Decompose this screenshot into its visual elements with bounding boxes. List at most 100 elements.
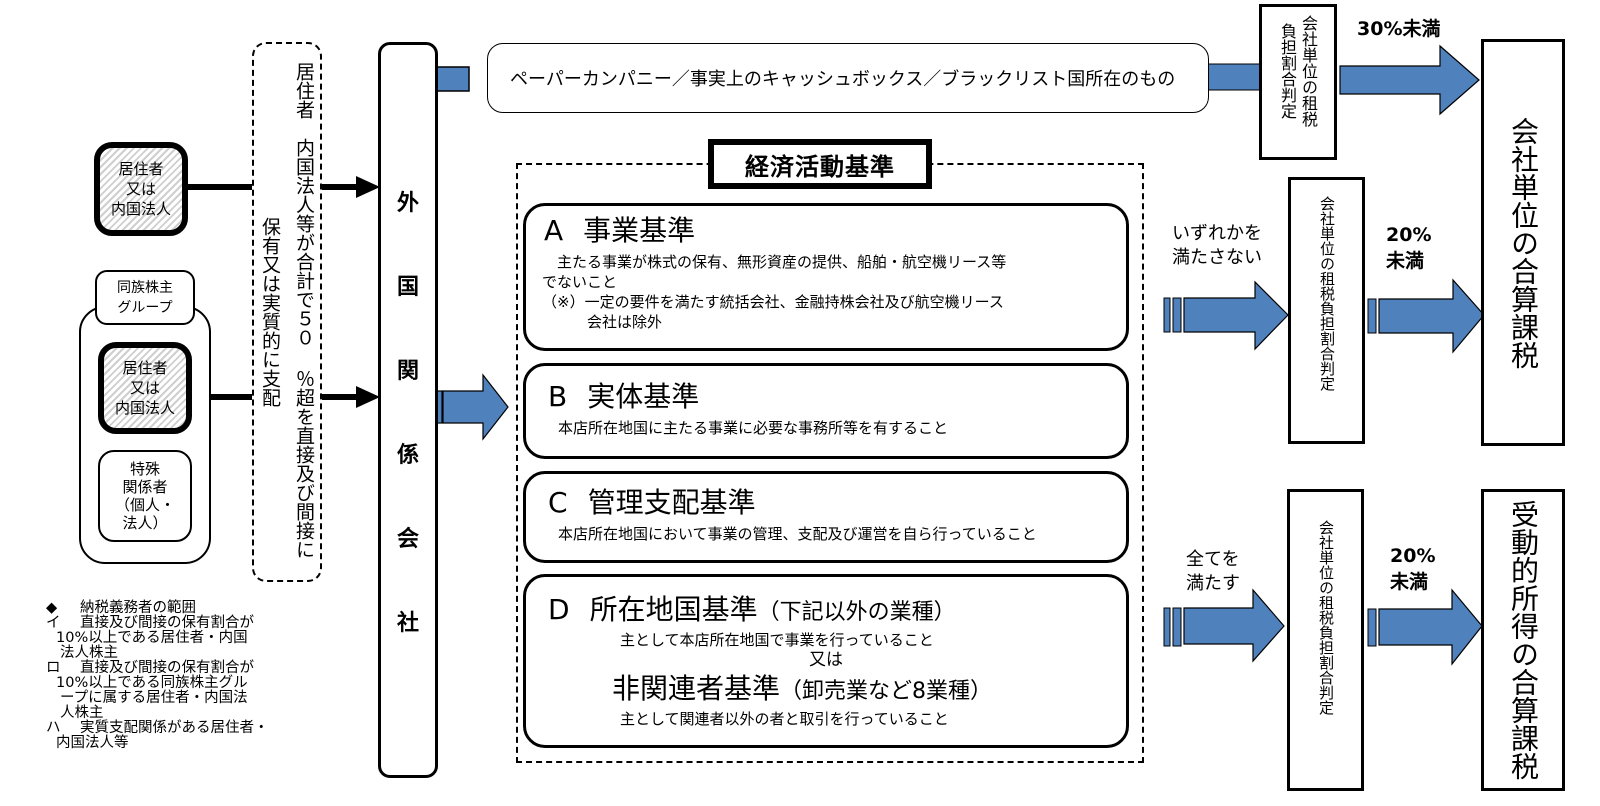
actor-line: 又は	[129, 379, 160, 397]
criterion-a-box: A 事業基準 主たる事業が株式の保有、無形資産の提供、船舶・航空機リース等 でない…	[523, 203, 1129, 351]
foreign-company-char: 社	[396, 611, 419, 636]
criterion-c-box: C 管理支配基準 本店所在地国において事業の管理、支配及び運営を自ら行っていること	[523, 471, 1129, 563]
diamond-icon: ◆	[46, 600, 58, 616]
criterion-suffix: （下記以外の業種）	[757, 600, 956, 625]
economic-activity-title: 経済活動基準	[708, 139, 932, 189]
result-passive-text: 受動的所得の合算課税	[1507, 500, 1540, 780]
family-group-label: 同族株主 グループ	[95, 270, 195, 325]
notes-item-text: 実質支配関係がある居住者・	[80, 720, 269, 736]
top-tax-burden-judgment-box: 会社単位の租税 負担割合判定	[1259, 4, 1337, 160]
arrowhead	[356, 176, 380, 198]
taxpayer-scope-notes: ◆ 納税義務者の範囲 イ 直接及び間接の保有割合が 10%以上である居住者・内国 …	[46, 601, 356, 751]
notes-item-text: 法人株主	[60, 645, 118, 661]
threshold-line: 未満	[1386, 250, 1425, 272]
low-threshold-label: 20% 未満	[1390, 543, 1435, 595]
arrow-tail-segment	[1163, 607, 1171, 647]
notes-item-text: ープに属する居住者・内国法	[60, 690, 248, 706]
special-line: 関係者	[122, 478, 168, 496]
arrowhead	[356, 386, 380, 408]
actor-line: 居住者	[122, 359, 168, 377]
arrow-tail-segment	[1172, 297, 1182, 333]
criterion-d2-title: 非関連者基準（卸売業など8業種）	[612, 672, 1126, 709]
group-resident-box: 居住者 又は 内国法人	[98, 342, 192, 434]
criterion-name: 実体基準	[587, 380, 700, 413]
threshold-line: 未満	[1390, 571, 1429, 593]
criterion-c-title: C 管理支配基準	[548, 486, 1126, 520]
criterion-desc-line: 主たる事業が株式の保有、無形資産の提供、船舶・航空機リース等	[542, 253, 1007, 271]
resident-or-domestic-corp-box: 居住者 又は 内国法人	[94, 142, 188, 236]
branch-label-line: 満たさない	[1172, 247, 1262, 268]
criterion-or-label: 又は	[809, 650, 843, 670]
notes-heading: ◆ 納税義務者の範囲	[46, 601, 356, 616]
actor-line: 内国法人	[110, 200, 171, 218]
special-line: 法人）	[122, 514, 168, 532]
criterion-letter: A	[544, 214, 564, 247]
criterion-name: 管理支配基準	[587, 486, 756, 519]
low-tax-burden-judgment-box: 会社単位の租税負担割合判定	[1287, 489, 1364, 791]
notes-item-text: 10%以上である居住者・内国	[56, 630, 248, 646]
criterion-desc-line: 本店所在地国において事業の管理、支配及び運営を自ら行っていること	[558, 525, 1037, 543]
notes-item-text: 10%以上である同族株主グル	[56, 675, 248, 691]
threshold-line: 20%	[1390, 545, 1436, 567]
arrow-tail-segment	[1163, 297, 1171, 333]
arrow-tail-segment	[1367, 608, 1377, 647]
criterion-desc-line: 会社は除外	[542, 313, 663, 331]
company-unit-aggregate-taxation-box: 会社単位の合算課税	[1481, 39, 1565, 446]
criterion-letter: C	[548, 486, 568, 519]
top-judgment-col2: 負担割合判定	[1278, 23, 1297, 119]
branch-fail-label: いずれかを 満たさない	[1172, 222, 1262, 270]
arrow-tail-segment	[1367, 298, 1377, 334]
actor-line: 又は	[125, 180, 156, 198]
connector-block	[1207, 63, 1261, 91]
group-label-line: グループ	[117, 299, 173, 316]
passive-income-aggregate-taxation-box: 受動的所得の合算課税	[1481, 489, 1565, 791]
notes-item-mark: ハ	[46, 720, 61, 736]
actor-line: 内国法人	[114, 399, 175, 417]
low-judgment-text: 会社単位の租税負担割合判定	[1317, 520, 1335, 715]
paper-company-box: ペーパーカンパニー／事実上のキャッシュボックス／ブラックリスト国所在のもの	[487, 43, 1209, 113]
paper-company-text: ペーパーカンパニー／事実上のキャッシュボックス／ブラックリスト国所在のもの	[510, 69, 1176, 90]
branch-label-line: 全てを	[1186, 549, 1240, 570]
criterion-desc-line: 主として関連者以外の者と取引を行っていること	[620, 710, 949, 728]
criterion-name: 所在地国基準	[589, 593, 758, 626]
arrow-low-20-percent	[1378, 588, 1483, 666]
criterion-desc-line: （※）一定の要件を満たす統括会社、金融持株会社及び航空機リース	[542, 293, 1004, 311]
notes-item-mark: ロ	[46, 660, 61, 676]
group-label-line: 同族株主	[117, 279, 173, 296]
notes-item-mark: イ	[46, 615, 61, 631]
notes-item-text: 内国法人等	[56, 735, 129, 751]
special-line: 特殊	[129, 460, 160, 478]
top-judgment-col1: 会社単位の租税	[1299, 15, 1318, 127]
foreign-company-char: 外	[396, 191, 419, 216]
arrow-mid-20-percent	[1378, 278, 1485, 354]
criterion-desc-line: 本店所在地国に主たる事業に必要な事務所等を有すること	[558, 419, 949, 437]
criterion-desc-line: でないこと	[542, 273, 618, 291]
ownership-condition-line1: 居住者 内国法人等が合計で５０ ％超を直接及び間接に	[293, 62, 315, 559]
notes-heading-text: 納税義務者の範囲	[80, 600, 196, 616]
notes-item-text: 直接及び間接の保有割合が	[80, 615, 254, 631]
top-threshold-label: 30%未満	[1357, 18, 1441, 40]
criterion-name: 事業基準	[583, 214, 696, 247]
arrow-to-criteria	[442, 373, 509, 441]
criterion-d-title: D 所在地国基準（下記以外の業種）	[548, 593, 1126, 630]
arrow-30-percent	[1339, 44, 1480, 116]
threshold-line: 20%	[1386, 224, 1432, 246]
mid-tax-burden-judgment-box: 会社単位の租税負担割合判定	[1288, 177, 1365, 444]
special-line: （個人・	[114, 496, 175, 514]
criterion-name: 非関連者基準	[612, 672, 781, 705]
notes-item-text: 人株主	[60, 705, 104, 721]
result-company-text: 会社単位の合算課税	[1507, 116, 1540, 369]
notes-item: イ 直接及び間接の保有割合が 10%以上である居住者・内国 法人株主	[46, 616, 356, 661]
foreign-company-char: 会	[396, 527, 419, 552]
criterion-b-title: B 実体基準	[548, 380, 1126, 414]
notes-item: ロ直接及び間接の保有割合が 10%以上である同族株主グル ープに属する居住者・内…	[46, 661, 356, 721]
economic-activity-title-text: 経済活動基準	[745, 152, 895, 181]
criterion-letter: B	[548, 380, 568, 413]
foreign-company-char: 係	[396, 443, 419, 468]
criterion-suffix: （卸売業など8業種）	[780, 679, 993, 704]
mid-judgment-text: 会社単位の租税負担割合判定	[1318, 196, 1336, 391]
criterion-letter: D	[548, 593, 570, 626]
branch-label-line: 満たす	[1186, 573, 1240, 594]
mid-threshold-label: 20% 未満	[1386, 222, 1431, 274]
branch-label-line: いずれかを	[1172, 223, 1262, 244]
